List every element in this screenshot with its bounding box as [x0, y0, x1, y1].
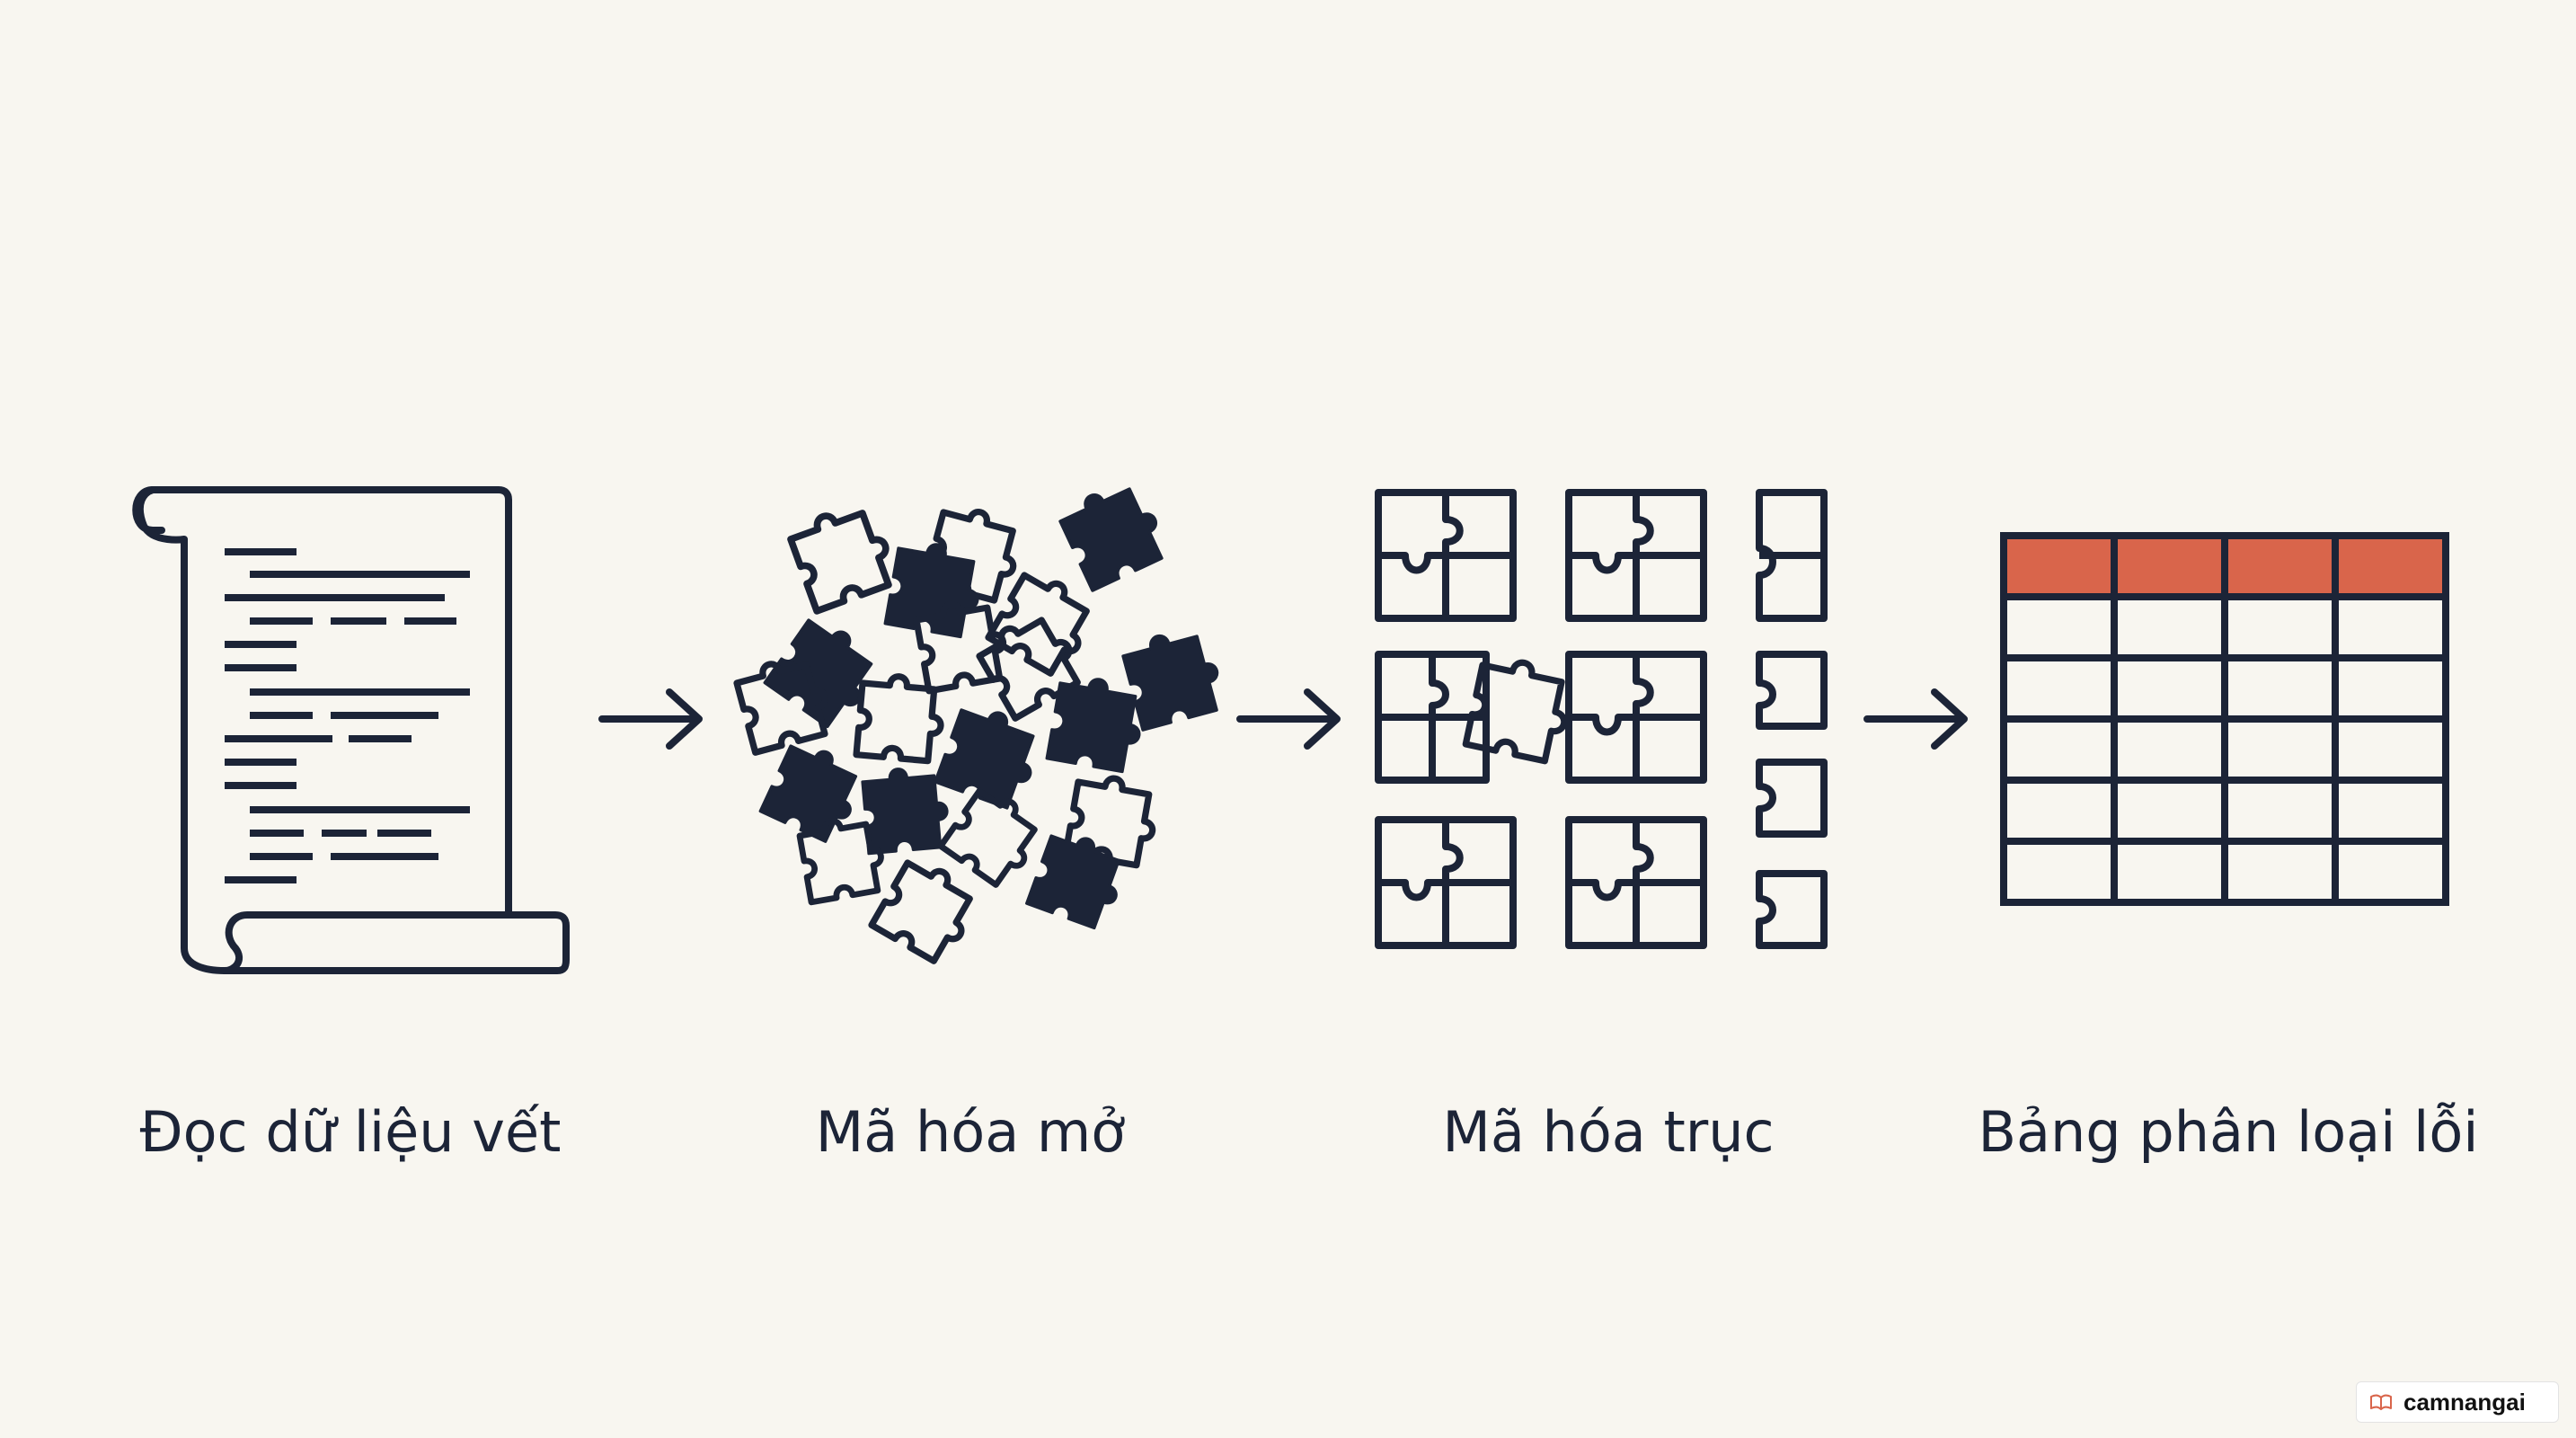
book-logo-icon — [2370, 1394, 2392, 1410]
step-label-open-coding: Mã hóa mở — [815, 1099, 1126, 1165]
scroll-document-icon — [132, 486, 570, 974]
step-label-error-taxonomy-table: Bảng phân loại lỗi — [1978, 1099, 2479, 1165]
text-lines-icon — [225, 548, 470, 883]
step-label-read-trace-data: Đọc dữ liệu vết — [139, 1099, 562, 1165]
grouped-puzzle-pieces-icon — [1375, 489, 1828, 949]
step-label-axial-coding: Mã hóa trục — [1442, 1099, 1775, 1165]
table-grid-icon — [2000, 532, 2449, 906]
arrow-icon — [1863, 688, 1968, 750]
arrow-icon — [598, 688, 703, 750]
arrow-icon — [1236, 688, 1341, 750]
watermark-text: camnangai — [2403, 1388, 2526, 1416]
scattered-puzzle-pieces-icon — [734, 474, 1228, 966]
watermark-badge: camnangai — [2356, 1381, 2559, 1423]
